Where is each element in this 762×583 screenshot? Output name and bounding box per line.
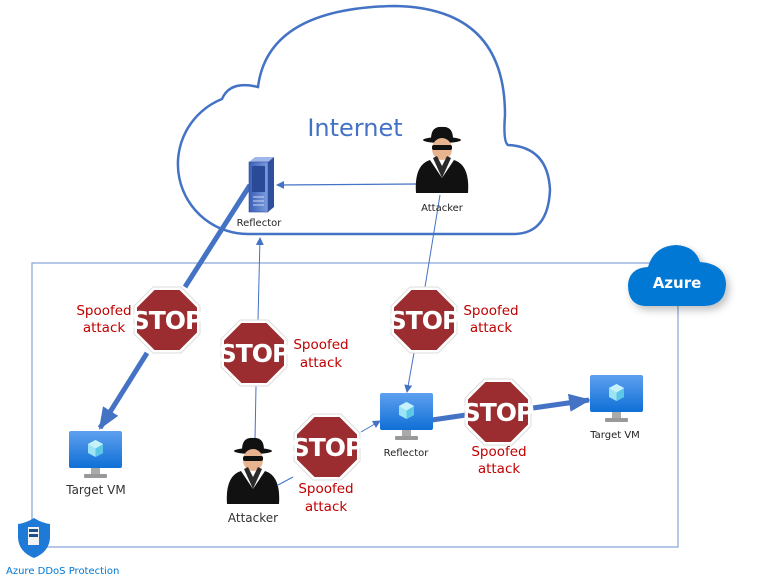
attacker-to-reflector-arrow — [276, 180, 418, 189]
target-vm-icon — [590, 375, 643, 422]
target-vm-right-label: Target VM — [589, 430, 640, 441]
stop-sign-icon: STOP — [292, 413, 364, 481]
ddos-shield-icon — [18, 518, 50, 558]
stop-to-reflector-arrow — [255, 237, 264, 321]
reflector-server-icon — [248, 157, 274, 213]
internet-cloud — [176, 4, 552, 236]
attacker-internet-label: Attacker — [421, 203, 464, 214]
azure-cloud — [628, 245, 726, 306]
stop-sign-icon: STOP — [219, 319, 291, 387]
attacker-icon — [415, 126, 469, 193]
azure-label: Azure — [653, 274, 702, 292]
stop2-to-reflector-vm-arrow — [360, 420, 381, 433]
internet-label: Internet — [307, 114, 402, 142]
stop-text: STOP — [219, 339, 290, 368]
target-vm-icon — [69, 431, 122, 478]
attacker2-to-stop2-line — [277, 476, 294, 486]
reflector-vm-to-stop-line — [431, 412, 467, 423]
reflector-internet-label: Reflector — [237, 218, 283, 229]
stop-text: STOP — [463, 398, 534, 427]
attacker2-to-stop-line — [254, 385, 257, 441]
stop-sign-icon: STOP — [132, 286, 204, 354]
ddos-protection-label: Azure DDoS Protection — [6, 566, 119, 577]
attacker-to-stop-line — [424, 194, 441, 288]
azure-boundary — [31, 262, 679, 548]
reflector-to-stop-line — [182, 183, 253, 289]
attacker-icon — [226, 437, 280, 504]
stop-to-target-vm-right-arrow — [532, 393, 591, 412]
reflector-vm-icon — [380, 393, 433, 440]
attacker-azure-label: Attacker — [228, 511, 278, 525]
stop-text: STOP — [389, 306, 460, 335]
stop-text: STOP — [132, 306, 203, 335]
stop-sign-icon: STOP — [463, 378, 535, 446]
stop-to-reflector-vm-arrow — [404, 352, 415, 393]
stop-text: STOP — [292, 433, 363, 462]
stop-sign-icon: STOP — [389, 286, 461, 354]
target-vm-left-label: Target VM — [65, 483, 126, 497]
stop-to-target-vm-arrow — [97, 351, 150, 430]
reflector-vm-label: Reflector — [384, 448, 430, 459]
